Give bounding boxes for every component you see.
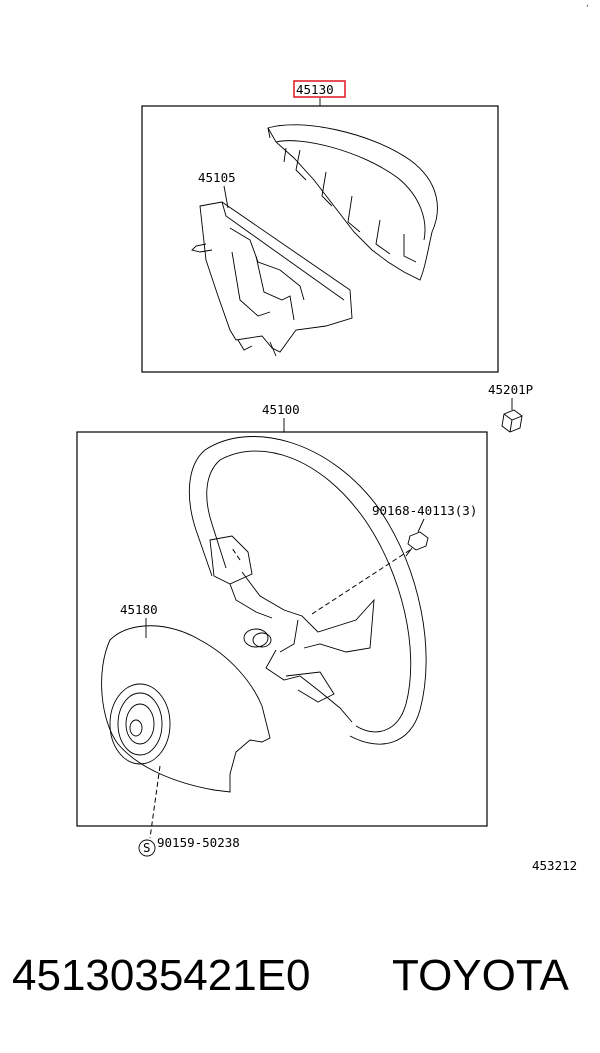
label-45180[interactable]: 45180: [120, 602, 158, 617]
airbag-frame-drawing: [191, 201, 353, 357]
label-bolt[interactable]: 90168-40113(3): [372, 503, 477, 518]
label-45105[interactable]: 45105: [198, 170, 236, 185]
screw-symbol: S: [143, 840, 151, 855]
upper-group-box: [141, 105, 499, 373]
label-45201p[interactable]: 45201P: [488, 382, 533, 397]
label-45100[interactable]: 45100: [262, 402, 300, 417]
guide-line-screw: [149, 765, 161, 839]
part-number: 4513035421E0: [12, 951, 311, 1000]
lower-group-box: [76, 431, 488, 827]
label-45130[interactable]: 45130: [296, 82, 334, 97]
nut-drawing: [501, 409, 523, 433]
horn-pad-drawing: [101, 625, 271, 793]
corner-mark: ,: [586, 0, 589, 9]
leader-45105: [223, 185, 229, 209]
airbag-cover-drawing: [267, 124, 438, 281]
guide-line-bolt: [311, 549, 411, 615]
steering-wheel-drawing: [188, 436, 427, 745]
label-screw[interactable]: 90159-50238: [157, 835, 240, 850]
screw-symbol-circle: [138, 839, 156, 857]
leader-bolt: [417, 518, 425, 533]
bolt-drawing: [405, 531, 429, 557]
highlight-frame: [293, 80, 346, 98]
figure-code: 453212: [532, 858, 577, 873]
brand-name: TOYOTA: [392, 951, 569, 1000]
guide-line-nut: [231, 547, 241, 561]
